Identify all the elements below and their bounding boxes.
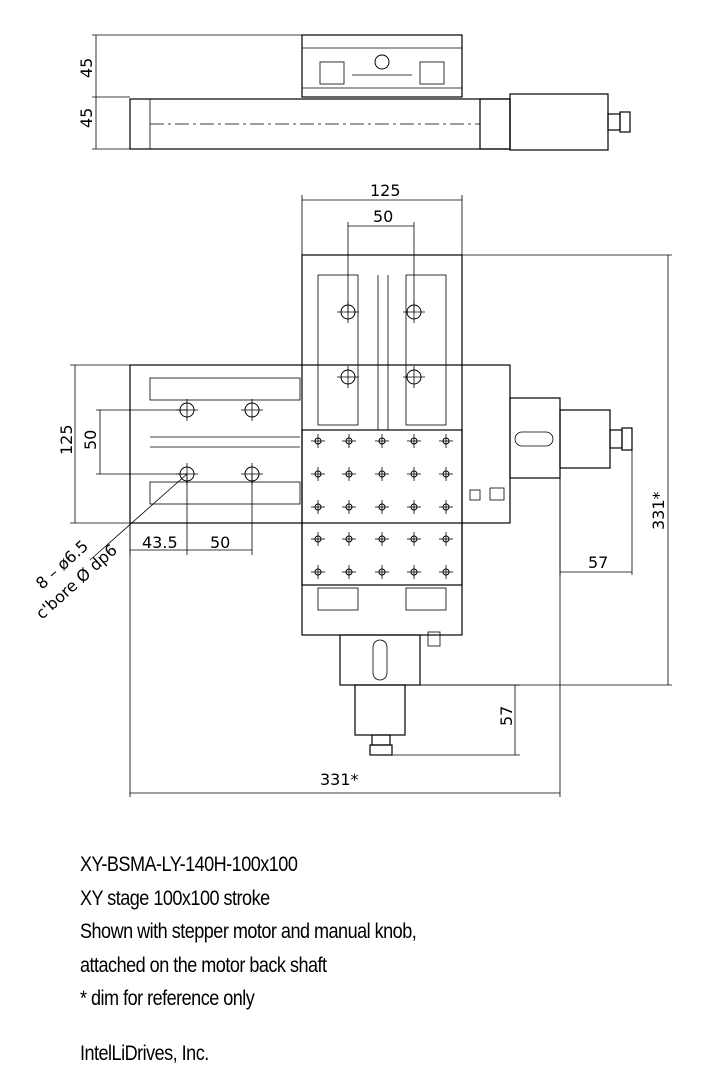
- dim-right-offset: 57: [588, 553, 608, 572]
- dim-overall-height: 331*: [649, 491, 668, 530]
- stage-technical-drawing: 45 45: [32, 34, 672, 797]
- caption-line-3: Shown with stepper motor and manual knob…: [80, 920, 417, 943]
- side-motor: [509, 93, 609, 151]
- company-name: IntelLiDrives, Inc.: [80, 1042, 209, 1065]
- table-hole: [311, 565, 325, 579]
- caption-line-2: XY stage 100x100 stroke: [80, 886, 270, 910]
- mounting-hole: [337, 366, 359, 388]
- caption-line-4: attached on the motor back shaft: [80, 953, 327, 977]
- table-hole: [375, 467, 389, 481]
- plan-dimensions: 125 50 125 50 43.5 50 8 – ø6.5 c'bore Ø …: [32, 181, 672, 797]
- dim-lower-offset: 57: [497, 706, 516, 726]
- table-hole: [342, 565, 356, 579]
- table-hole: [375, 565, 389, 579]
- table-hole: [342, 500, 356, 514]
- dim-bottom-hole-spacing: 50: [210, 533, 230, 552]
- table-hole: [407, 500, 421, 514]
- table-hole: [439, 500, 453, 514]
- dim-upper-width: 125: [370, 181, 401, 200]
- dim-left-height: 125: [57, 424, 76, 455]
- dim-top-lower-height: 45: [77, 108, 96, 128]
- dim-upper-hole-spacing: 50: [373, 207, 393, 226]
- table-hole: [342, 467, 356, 481]
- table-hole: [375, 500, 389, 514]
- table-hole: [439, 565, 453, 579]
- table-hole: [407, 467, 421, 481]
- table-hole: [311, 467, 325, 481]
- mounting-hole: [241, 399, 263, 421]
- dim-left-hole-spacing: 50: [81, 430, 100, 450]
- x-motor: [559, 409, 611, 469]
- table-hole: [311, 434, 325, 448]
- table-hole: [342, 532, 356, 546]
- dim-bottom-offset: 43.5: [142, 533, 178, 552]
- table-hole: [375, 532, 389, 546]
- table-hole: [407, 565, 421, 579]
- caption-block: XY-BSMA-LY-140H-100x100 XY stage 100x100…: [80, 848, 596, 1016]
- table-hole: [439, 434, 453, 448]
- table-hole: [407, 434, 421, 448]
- table-hole: [407, 532, 421, 546]
- table-hole: [439, 467, 453, 481]
- y-motor: [354, 684, 406, 736]
- side-view: 45 45: [77, 34, 631, 151]
- dim-top-upper-height: 45: [77, 58, 96, 78]
- table-hole: [342, 434, 356, 448]
- table-hole: [311, 500, 325, 514]
- carriage-table: [301, 429, 463, 586]
- plan-view: [129, 254, 633, 756]
- model-number: XY-BSMA-LY-140H-100x100: [80, 853, 298, 876]
- mounting-hole: [403, 366, 425, 388]
- dim-overall-width: 331*: [320, 770, 359, 789]
- table-hole: [375, 434, 389, 448]
- caption-line-5: * dim for reference only: [80, 987, 255, 1010]
- upper-carriage-outline: [301, 34, 463, 98]
- table-hole-grid: [311, 434, 453, 579]
- table-hole: [311, 532, 325, 546]
- table-hole: [439, 532, 453, 546]
